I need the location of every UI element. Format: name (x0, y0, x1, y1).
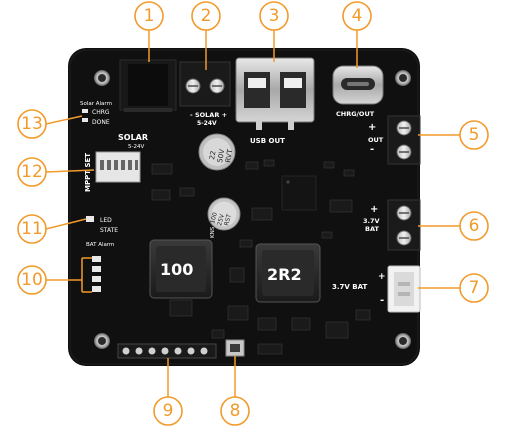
svg-text:2: 2 (201, 6, 212, 26)
cap1-text2: 50V (216, 148, 226, 163)
led-label: LED (100, 217, 112, 224)
cap1-text1: 22 (208, 150, 217, 160)
out-label: OUT (368, 136, 384, 144)
led-done (82, 118, 88, 122)
svg-text:4: 4 (352, 6, 363, 26)
bat-plus-label: + (370, 204, 378, 215)
svg-text:8: 8 (230, 401, 241, 421)
callout-2: 2 (191, 1, 221, 31)
callout-11: 11 (17, 214, 47, 244)
battery-screw-terminal (387, 199, 421, 251)
callout-7: 7 (459, 273, 489, 303)
usb-out-label: USB OUT (250, 137, 285, 145)
inductor-2r2-label: 2R2 (267, 265, 302, 284)
callout-10: 10 (17, 265, 47, 295)
state-label: STATE (100, 227, 118, 234)
led-chrg (82, 109, 88, 113)
inductor-2r2 (255, 243, 321, 303)
dip-switch (95, 151, 141, 183)
state-led (86, 216, 94, 222)
mppt-set-label: MPPT SET (84, 153, 92, 192)
solar-header-label: SOLAR (118, 133, 148, 142)
callout-12: 12 (17, 157, 47, 187)
out-plus-label: + (368, 122, 376, 133)
cap1-text3: RVT (224, 148, 234, 163)
svg-text:13: 13 (21, 114, 43, 134)
solar-screw-terminal (179, 61, 231, 107)
chrg-label: CHRG (92, 109, 110, 116)
callout-9: 9 (153, 396, 183, 426)
solar-input-range: 5-24V (197, 120, 217, 127)
inductor-100 (149, 239, 213, 299)
cap2-text2: 25V (216, 213, 226, 227)
pin-header-pads (117, 343, 217, 359)
jst-minus-label: - (380, 295, 384, 306)
capacitor-100uf (207, 197, 241, 231)
mounting-hole-icon (94, 70, 411, 349)
jst-bat-label: 3.7V BAT (332, 283, 367, 291)
solar-alarm-label: Solar Alarm (80, 101, 112, 107)
callout-4: 4 (342, 1, 372, 31)
cap2-text3: RST (223, 213, 233, 226)
inductor-100-label: 100 (160, 260, 193, 279)
callout-13: 13 (17, 109, 47, 139)
smd-components (151, 159, 371, 355)
bat-label: BAT (365, 225, 379, 233)
solar-volt-label: 5-24V (128, 144, 144, 150)
svg-text:9: 9 (163, 401, 174, 421)
callout-5: 5 (459, 120, 489, 150)
svg-text:6: 6 (469, 216, 480, 236)
svg-text:12: 12 (21, 162, 43, 182)
reset-button (225, 339, 245, 357)
dc-barrel-jack (119, 59, 177, 112)
output-screw-terminal (387, 115, 421, 165)
jst-battery-connector (387, 265, 421, 313)
svg-text:3: 3 (269, 6, 280, 26)
done-label: DONE (92, 119, 110, 126)
chrg-out-label: CHRG/OUT (336, 110, 375, 118)
svg-text:5: 5 (469, 125, 480, 145)
jst-plus-label: + (378, 272, 386, 282)
svg-text:7: 7 (469, 278, 480, 298)
callout-1: 1 (134, 1, 164, 31)
callout-6: 6 (459, 211, 489, 241)
usb-a-port (235, 57, 315, 130)
callout-leaders (45, 30, 460, 397)
svg-text:10: 10 (21, 270, 43, 290)
bat-alarm-leds (92, 256, 101, 292)
cap2-text4: KNS (210, 226, 216, 238)
out-minus-label: - (370, 144, 374, 155)
usb-c-port (332, 65, 384, 105)
bat-37v-label: 3.7V (363, 217, 380, 225)
cap2-text1: 100 (209, 211, 219, 224)
callout-8: 8 (220, 396, 250, 426)
svg-text:1: 1 (144, 6, 155, 26)
callout-3: 3 (259, 1, 289, 31)
svg-text:11: 11 (21, 219, 43, 239)
capacitor-22uf (198, 133, 236, 171)
bat-alarm-label: BAT Alarm (86, 242, 114, 248)
solar-input-label: - SOLAR + (190, 111, 227, 119)
